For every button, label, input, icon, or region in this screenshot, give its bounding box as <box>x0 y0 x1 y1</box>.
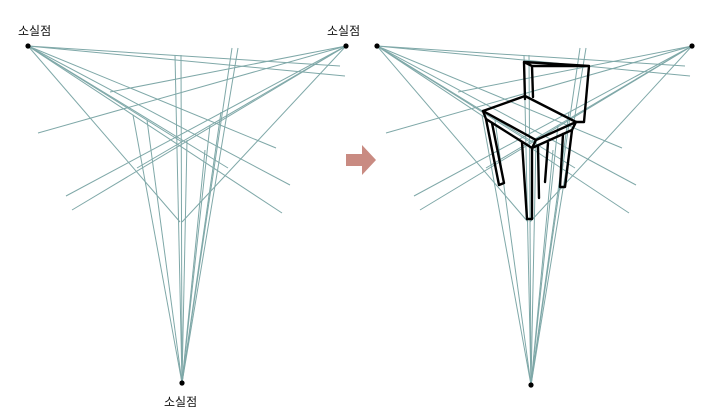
left-three-point-perspective-grid <box>25 43 349 386</box>
chair-leg-front-right <box>520 140 534 221</box>
left-vanishing-point-top-left <box>25 43 31 49</box>
guide-line <box>376 45 623 149</box>
guide-line <box>481 114 532 386</box>
chair-backrest <box>522 60 591 124</box>
chair-leg-back-right <box>558 128 574 189</box>
guide-line <box>109 45 347 93</box>
guide-line <box>181 149 206 384</box>
guide-line <box>376 45 529 223</box>
left-guide-lines <box>27 45 347 384</box>
left-vanishing-point-bottom <box>179 380 185 386</box>
guide-line <box>530 47 587 386</box>
guide-line <box>37 45 347 134</box>
guide-line <box>376 45 691 77</box>
chair-leg-front-left <box>484 117 506 187</box>
chair-leg-inner-edges <box>536 141 550 200</box>
guide-line <box>530 139 537 386</box>
guide-line <box>27 45 277 149</box>
right-vanishing-point-bottom <box>528 382 534 388</box>
right-guide-lines <box>376 45 693 386</box>
guide-line <box>485 45 693 169</box>
guide-line <box>385 45 693 134</box>
guide-line <box>71 45 347 211</box>
vanishing-point-label-top-right: 소실점 <box>327 24 361 38</box>
guide-line <box>376 45 637 186</box>
guide-line <box>27 45 183 143</box>
guide-line <box>174 54 183 384</box>
left-vanishing-point-top-right <box>343 43 349 49</box>
guide-line <box>146 119 183 384</box>
guide-line <box>136 45 347 169</box>
guide-line <box>457 45 693 93</box>
guide-line <box>413 45 693 197</box>
guide-line <box>181 139 188 384</box>
guide-line <box>376 45 531 143</box>
guide-line <box>27 45 181 223</box>
chair-icon <box>481 60 591 221</box>
guide-line <box>180 54 183 384</box>
guide-line <box>530 149 554 386</box>
right-vanishing-point-top-left <box>374 43 380 49</box>
guide-line <box>132 114 183 384</box>
vanishing-point-label-top-left: 소실점 <box>18 24 52 38</box>
guide-line <box>27 45 291 186</box>
guide-line <box>181 47 239 384</box>
vanishing-point-label-bottom: 소실점 <box>164 395 198 409</box>
right-vanishing-point-top-right <box>689 43 695 49</box>
right-three-point-perspective-grid <box>374 43 695 388</box>
guide-line <box>181 45 347 223</box>
guide-line <box>181 111 222 384</box>
right-arrow-icon <box>346 145 376 175</box>
guide-line <box>529 45 693 223</box>
guide-line <box>27 45 283 214</box>
guide-line <box>27 45 346 77</box>
guide-line <box>65 45 347 197</box>
